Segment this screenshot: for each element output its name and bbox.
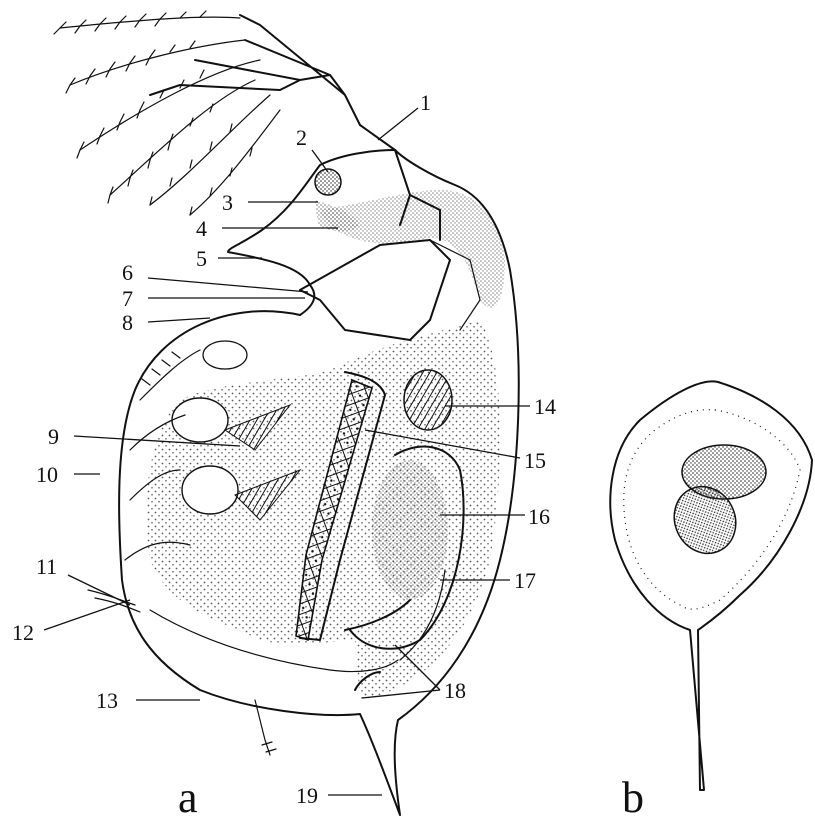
heart [404,370,452,430]
label-2: 2 [296,125,307,150]
label-11: 11 [36,554,57,579]
antenna-setae [54,11,280,215]
panel-label-a: a [178,773,198,822]
label-6: 6 [122,260,133,285]
label-10: 10 [36,462,58,487]
label-16: 16 [528,504,550,529]
label-5: 5 [196,246,207,271]
label-14: 14 [534,394,556,419]
label-8: 8 [122,310,133,335]
panel-label-b: b [622,773,644,822]
label-17: 17 [514,568,536,593]
label-13: 13 [96,688,118,713]
label-19: 19 [296,783,318,808]
ephippium-outline [610,381,812,790]
label-18: 18 [444,678,466,703]
label-9: 9 [48,424,59,449]
label-3: 3 [222,190,233,215]
label-1: 1 [420,90,431,115]
ephippium [610,381,812,790]
compound-eye [315,169,341,195]
label-4: 4 [196,216,207,241]
claws-11-12 [88,590,140,612]
label-15: 15 [524,448,546,473]
second-antenna [150,15,480,340]
label-7: 7 [122,286,133,311]
label-12: 12 [12,620,34,645]
egg-mass [372,460,448,600]
